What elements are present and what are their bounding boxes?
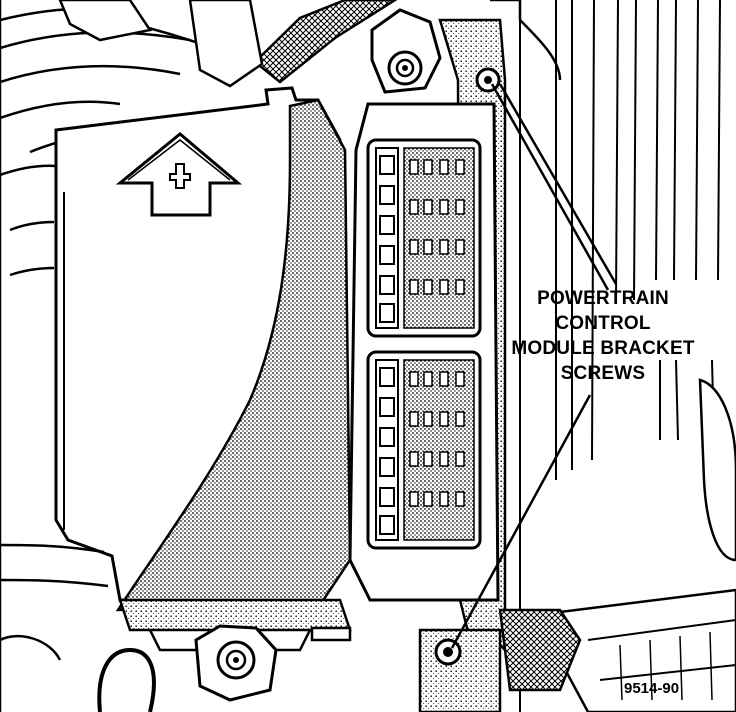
top-mounting-bolt (370, 8, 442, 94)
lower-connector (366, 350, 482, 550)
figure-number: 9514-90 (624, 680, 680, 697)
callout-line-4: SCREWS (560, 363, 646, 384)
callout-line-2: CONTROL (555, 313, 651, 334)
bottom-bracket-screw (418, 628, 502, 712)
plus-arrow-icon (115, 132, 243, 217)
callout-leader-lines (450, 83, 618, 649)
callout-line-1: POWERTRAIN (537, 288, 669, 309)
callout-line-3: MODULE BRACKET (511, 338, 695, 359)
top-bracket-screw (475, 67, 501, 93)
right-panel-ribs (519, 0, 721, 712)
callout-label: POWERTRAIN CONTROL MODULE BRACKET SCREWS (508, 286, 698, 386)
bottom-left-bolt (194, 624, 278, 702)
upper-connector (366, 138, 482, 338)
